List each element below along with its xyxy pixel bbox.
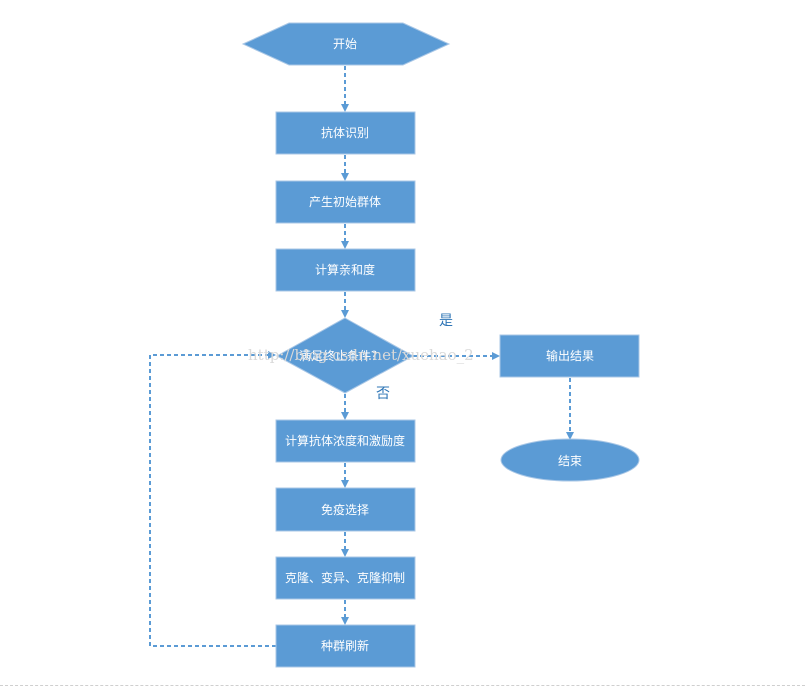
clone-mutation-label: 克隆、变异、克隆抑制 (285, 570, 405, 585)
affinity-label: 计算亲和度 (315, 262, 375, 277)
end-node (500, 438, 640, 482)
antigen-recognition-label: 抗体识别 (321, 125, 369, 140)
output-result-box (499, 334, 640, 378)
bottom-divider (0, 685, 805, 686)
init-population-box (275, 180, 416, 224)
edge-refresh-loop-back (149, 351, 276, 647)
population-refresh-box (275, 624, 416, 668)
end-label: 结束 (558, 454, 582, 468)
concentration-label: 计算抗体浓度和激励度 (285, 433, 405, 448)
immune-selection-label: 免疫选择 (321, 502, 369, 517)
affinity-box (275, 248, 416, 292)
output-result-label: 输出结果 (546, 348, 594, 363)
start-label: 开始 (333, 37, 357, 51)
edge-label-no: 否 (376, 386, 390, 402)
init-population-label: 产生初始群体 (309, 195, 381, 209)
termination-decision-label: 满足终止条件？ (299, 348, 383, 363)
antigen-recognition-box (275, 111, 416, 155)
edge-label-yes: 是 (439, 313, 453, 329)
immune-selection-box (275, 487, 416, 532)
concentration-box (275, 419, 416, 463)
termination-decision (275, 317, 415, 394)
watermark: http://blog.csdn.net/xuehao_2 (248, 346, 474, 364)
start-node (241, 22, 451, 66)
population-refresh-label: 种群刷新 (321, 638, 369, 653)
clone-mutation-box (275, 556, 416, 600)
